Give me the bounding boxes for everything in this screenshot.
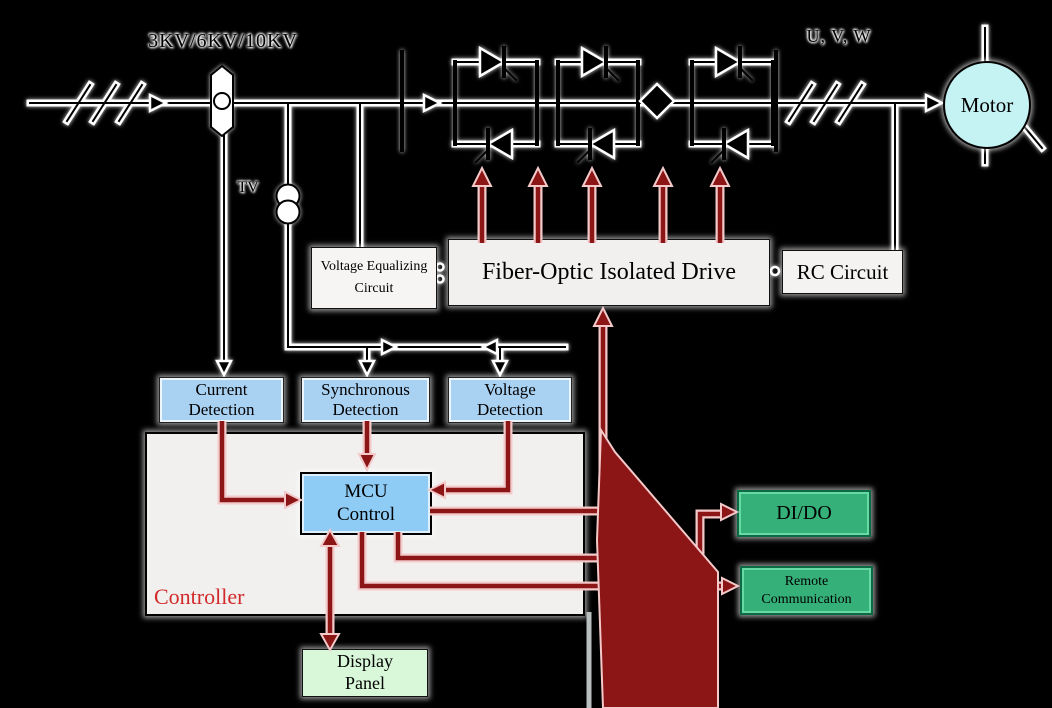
voltage-equalizing-line2: Circuit xyxy=(354,281,394,296)
remote-line1: Remote xyxy=(784,574,829,589)
motor-circle: Motor xyxy=(943,61,1031,149)
red-artifact-wedge xyxy=(595,426,719,708)
remote-line2: Communication xyxy=(761,591,852,607)
fiber-optic-drive-label: Fiber-Optic Isolated Drive xyxy=(481,259,737,285)
phase-output-label: U, V, W xyxy=(806,26,872,46)
thyristor-pair-icon xyxy=(474,45,518,164)
synchronous-detection-line1: Synchronous xyxy=(321,379,410,399)
series-continuation-diamond xyxy=(638,82,676,120)
di-do-label: DI/DO xyxy=(776,502,832,524)
current-detection-line1: Current xyxy=(195,379,248,399)
mcu-control-block: MCU Control xyxy=(300,472,432,535)
remote-communication-block: Remote Communication xyxy=(740,566,873,615)
voltage-detection-block: Voltage Detection xyxy=(448,377,572,423)
thyristor-pair-icon xyxy=(576,45,620,164)
voltage-transformer-icon xyxy=(275,183,301,225)
voltage-detection-line2: Detection xyxy=(476,400,544,419)
display-panel-line1: Display xyxy=(337,651,393,672)
mcu-line1: MCU xyxy=(344,480,388,502)
controller-label: Controller xyxy=(154,584,245,609)
gate-drive-arrow xyxy=(471,165,731,243)
voltage-detection-line1: Voltage xyxy=(484,379,536,399)
voltage-equalizing-line1: Voltage Equalizing xyxy=(320,259,428,275)
rc-circuit-block: RC Circuit xyxy=(782,250,903,294)
fuse-isolator-icon xyxy=(210,64,234,138)
di-do-block: DI/DO xyxy=(737,490,871,537)
bus-bars xyxy=(400,50,778,152)
fiber-optic-isolated-drive-block: Fiber-Optic Isolated Drive xyxy=(448,239,770,306)
display-panel-line2: Panel xyxy=(345,673,385,693)
voltage-equalizing-circuit-block: Voltage Equalizing Circuit xyxy=(311,247,437,309)
synchronous-detection-block: Synchronous Detection xyxy=(301,377,430,423)
incoming-voltage-label: 3KV/6KV/10KV xyxy=(148,30,298,52)
thyristor-pair-icon xyxy=(710,45,754,164)
motor-label: Motor xyxy=(960,92,1014,117)
synchronous-detection-line2: Detection xyxy=(332,400,399,419)
mcu-line2: Control xyxy=(336,503,396,525)
voltage-transformer-label: TV xyxy=(237,179,259,196)
current-detection-line2: Detection xyxy=(188,400,255,419)
display-panel-block: Display Panel xyxy=(302,649,428,697)
rc-circuit-label: RC Circuit xyxy=(796,259,889,284)
flow-arrowheads xyxy=(148,92,945,378)
